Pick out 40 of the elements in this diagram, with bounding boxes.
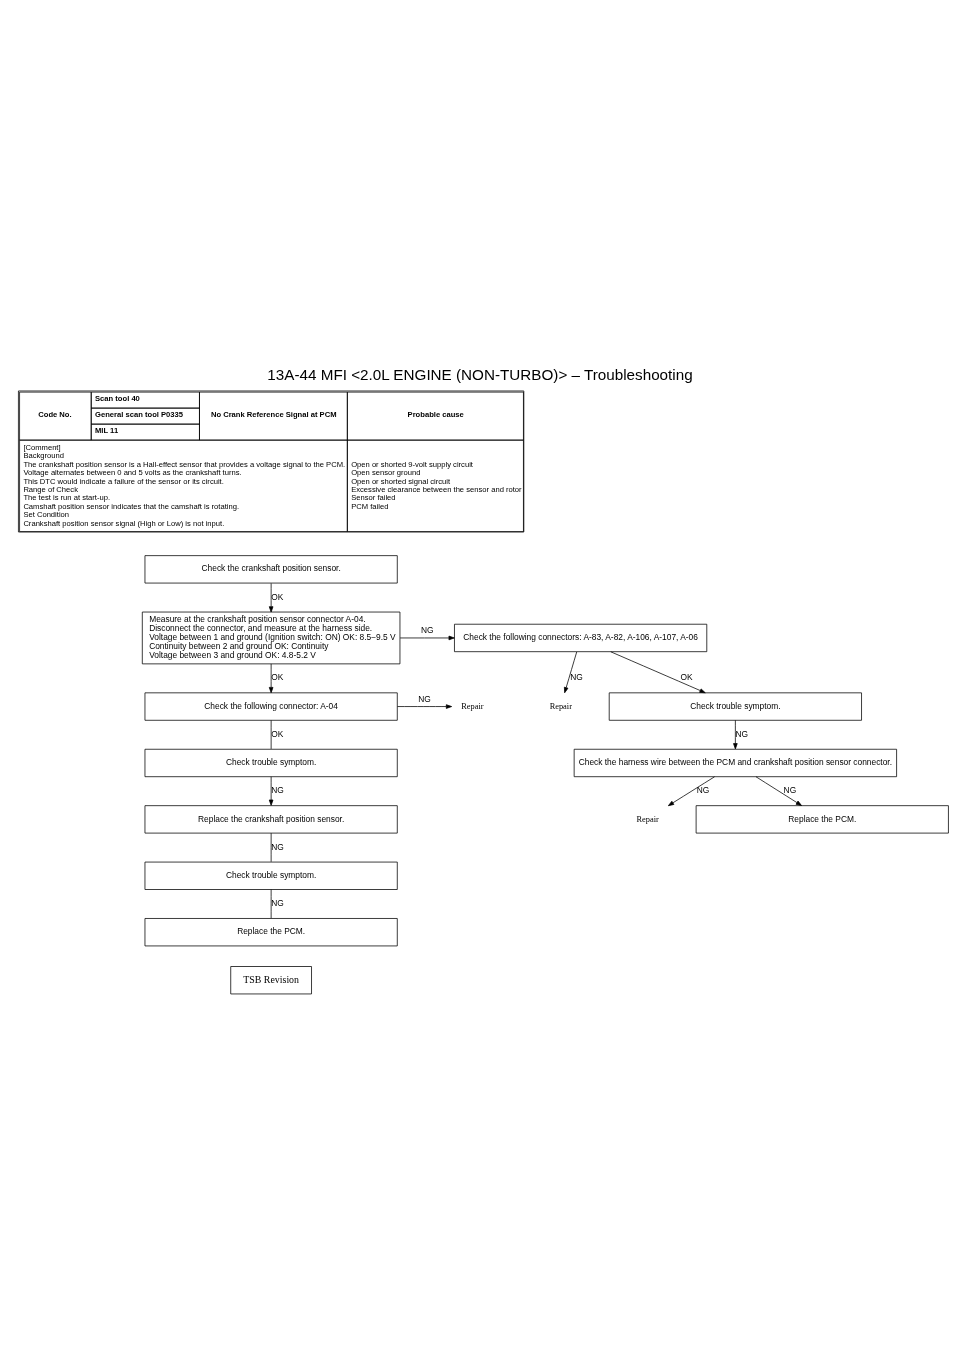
edge-label: OK — [680, 671, 693, 682]
label: No Crank Reference Signal at PCM — [210, 409, 337, 419]
edge-label: NG — [696, 784, 710, 795]
label: Open sensor ground — [351, 467, 421, 477]
label: [Comment] — [23, 442, 61, 452]
label: Open or shorted signal circuit — [351, 476, 451, 486]
label: Set Condition — [23, 509, 70, 519]
label: Excessive clearance between the sensor and rotor — [351, 484, 522, 494]
label: The crankshaft position sensor is a Hall-effect sensor that provides a voltage signal to the PCM. — [23, 459, 346, 469]
label: Background — [23, 450, 64, 460]
diagram-title: 13A-44 MFI <2.0L ENGINE (NON-TURBO)> – Troubleshooting — [267, 365, 693, 383]
label: Probable cause — [407, 409, 464, 419]
label: Sensor failed — [351, 492, 396, 502]
label: MIL 11 — [95, 425, 119, 435]
label: Voltage alternates between 0 and 5 volts as the crankshaft turns. — [23, 467, 242, 477]
label: Camshaft position sensor indicates that the camshaft is rotating. — [23, 501, 240, 511]
node-text: Repair — [549, 701, 572, 711]
label: This DTC would indicate a failure of the sensor or its circuit. — [23, 476, 224, 486]
edge-label: OK — [271, 728, 284, 739]
edge-label: NG — [570, 671, 583, 682]
label: Crankshaft position sensor signal (High or Low) is not input. — [23, 518, 225, 528]
node-text: Repair — [461, 701, 484, 711]
label: TSB Revision — [243, 973, 300, 985]
edge-label: OK — [271, 591, 284, 602]
edge-label: NG — [420, 624, 434, 635]
edge-label: NG — [783, 784, 797, 795]
edge-label: NG — [271, 897, 284, 908]
label: PCM failed — [351, 501, 389, 511]
edge-label: NG — [271, 784, 284, 795]
label: Open or shorted 9-volt supply circuit — [351, 459, 473, 469]
label: Code No. — [38, 409, 72, 419]
edge-label: NG — [735, 728, 749, 739]
label: Range of Check — [23, 484, 78, 494]
node-text: Repair — [636, 814, 659, 824]
label: Scan tool 40 — [95, 393, 140, 403]
label: General scan tool P0335 — [95, 409, 184, 419]
edge-label: OK — [271, 671, 284, 682]
edge-label: NG — [418, 693, 431, 704]
label: The test is run at start-up. — [23, 492, 111, 502]
edge-label: NG — [271, 841, 284, 852]
